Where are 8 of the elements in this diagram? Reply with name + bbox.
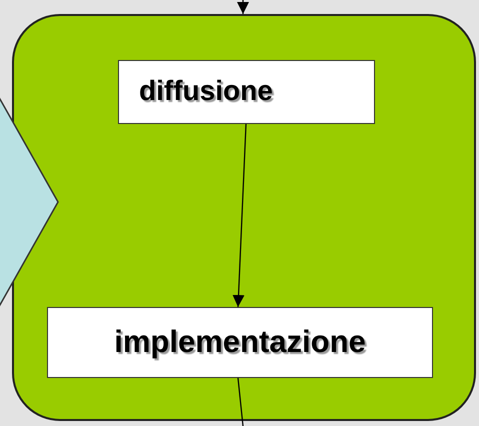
arrow bbox=[237, 0, 249, 14]
connector-line bbox=[237, 378, 244, 426]
group-panel bbox=[12, 14, 476, 421]
process-box bbox=[47, 307, 433, 378]
box-label: implementazione bbox=[114, 324, 366, 360]
process-box bbox=[118, 60, 375, 124]
box-label: diffusione bbox=[139, 75, 273, 107]
arrow bbox=[232, 124, 247, 308]
